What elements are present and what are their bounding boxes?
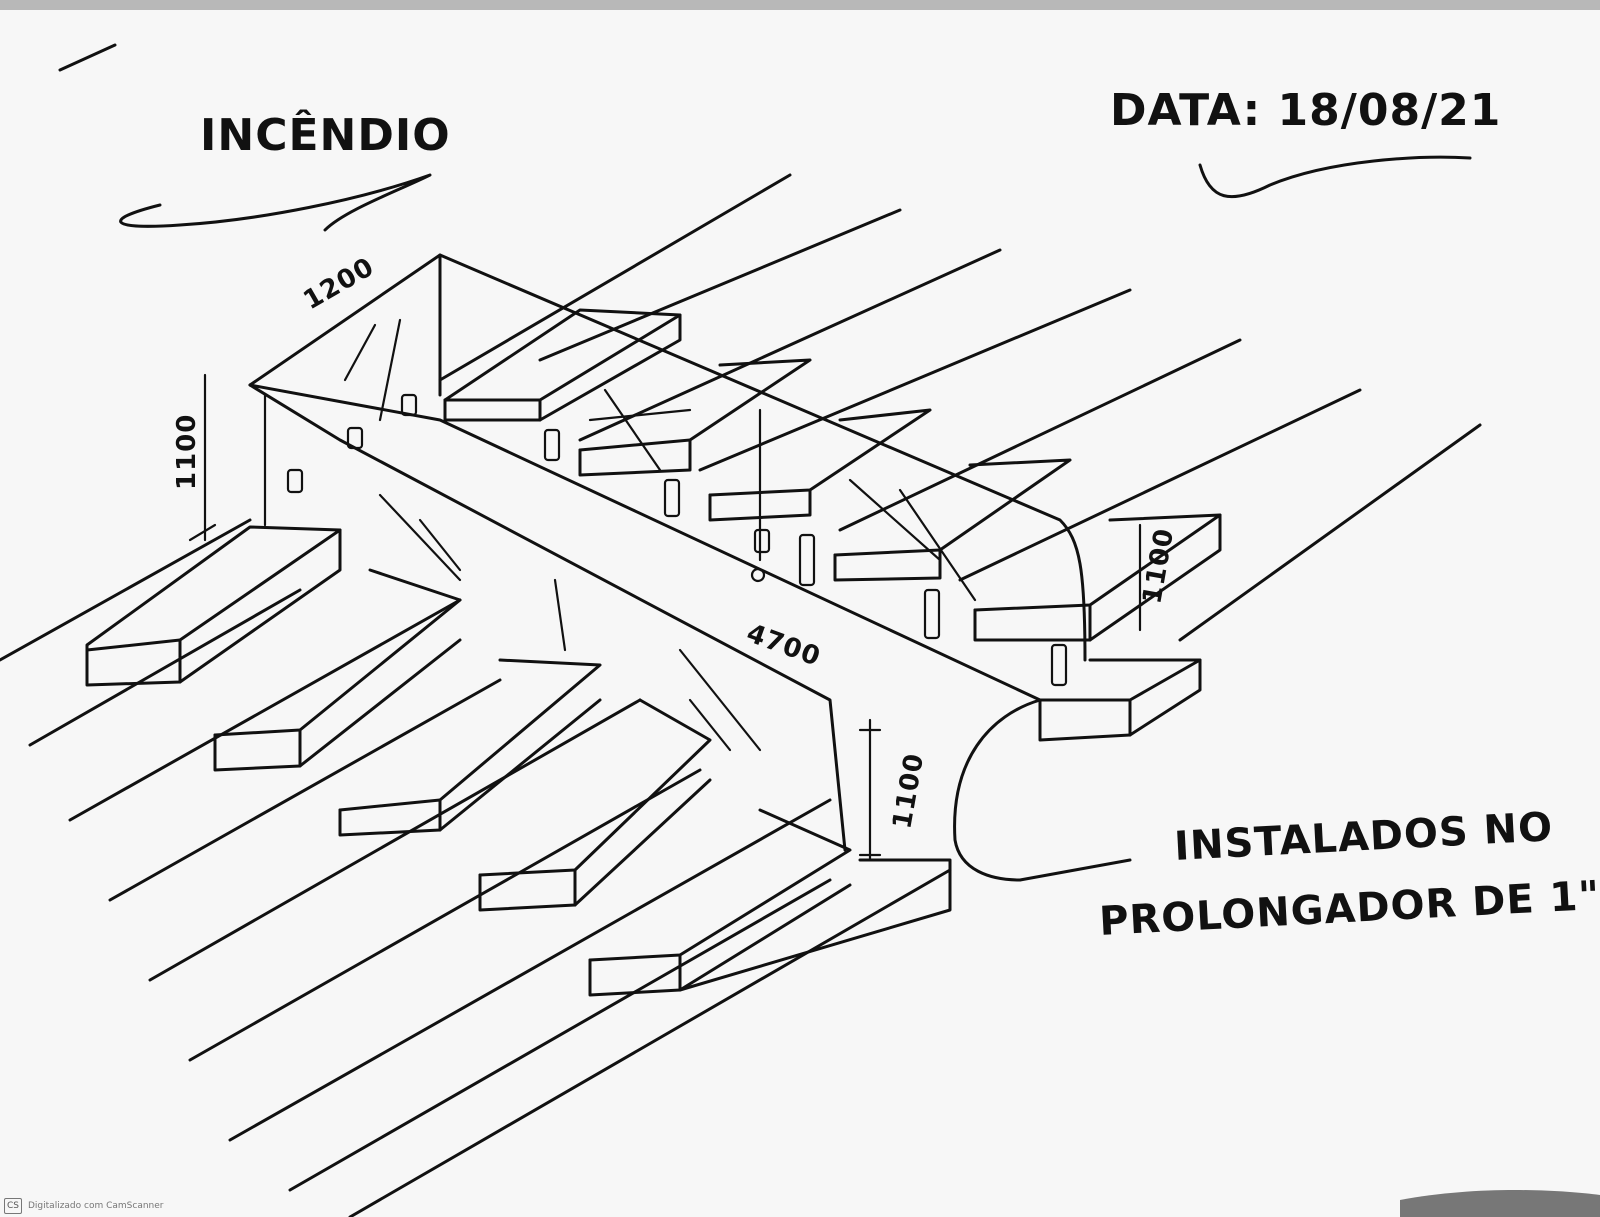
note-line-2: PROLONGADOR DE 1"x1/2" — [1098, 866, 1600, 945]
camscanner-logo-icon: CS — [4, 1198, 22, 1214]
underlines — [58, 43, 1472, 232]
right-bleacher-lines — [438, 173, 1482, 642]
dimension-height-bottom: 1100 — [887, 751, 930, 831]
sketch-date: DATA: 18/08/21 — [1110, 85, 1501, 136]
sketch-title: INCÊNDIO — [200, 108, 451, 161]
dimension-length: 4700 — [743, 618, 825, 672]
dimension-lines — [188, 373, 1142, 862]
note-line-1: INSTALADOS NO — [1173, 804, 1554, 870]
right-steps — [443, 308, 1222, 742]
dimension-height-left: 1100 — [172, 414, 202, 490]
left-steps — [85, 525, 952, 997]
nozzle-marks — [286, 393, 1068, 687]
central-aisle — [248, 253, 1132, 882]
dimension-height-right: 1100 — [1137, 526, 1180, 606]
scanner-watermark-text: Digitalizado com CamScanner — [28, 1201, 164, 1211]
left-bleacher-lines — [0, 518, 952, 1217]
handrail-posts — [263, 318, 977, 752]
scanner-watermark: CS Digitalizado com CamScanner — [4, 1197, 163, 1215]
